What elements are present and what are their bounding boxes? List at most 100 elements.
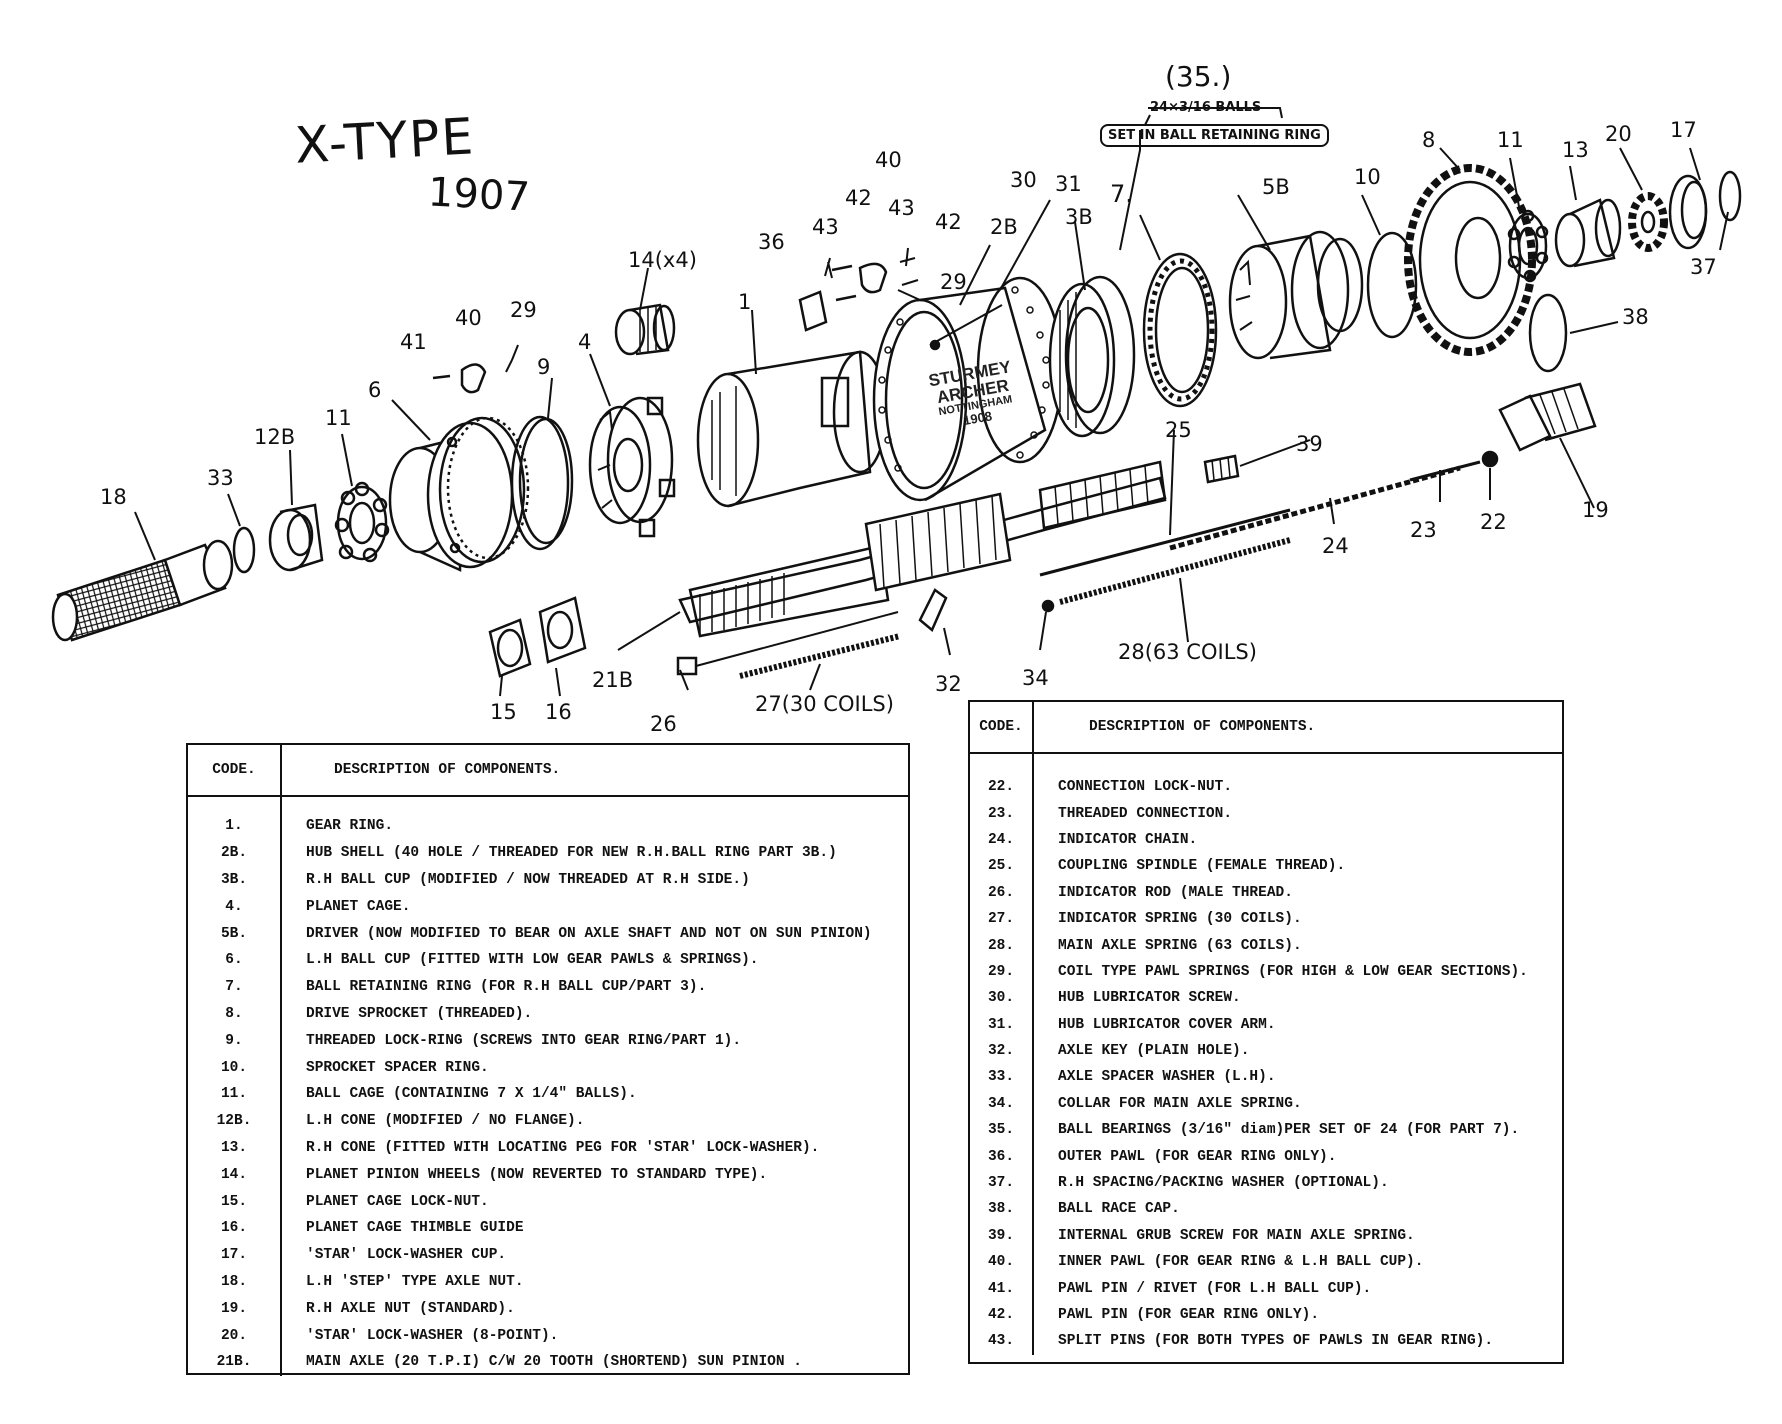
row-description: AXLE KEY (PLAIN HOLE).: [1058, 1043, 1250, 1060]
row-code: 14.: [220, 1166, 248, 1183]
table-row: 5B. DRIVER (NOW MODIFIED TO BEAR ON AXLE …: [188, 920, 908, 947]
table-row: 14.PLANET PINION WHEELS (NOW REVERTED TO…: [188, 1161, 908, 1188]
part-34-collar: [1041, 599, 1055, 613]
table-header: CODE. DESCRIPTION OF COMPONENTS.: [188, 745, 908, 797]
table-row: 37.R.H SPACING/PACKING WASHER (OPTIONAL)…: [970, 1170, 1562, 1196]
row-description: INDICATOR ROD (MALE THREAD.: [1058, 884, 1293, 901]
row-description: HUB SHELL (40 HOLE / THREADED FOR NEW R.…: [306, 845, 837, 862]
callout-9: 9: [537, 355, 551, 379]
table-row: 42.PAWL PIN (FOR GEAR RING ONLY).: [970, 1302, 1562, 1328]
part-3b-rh-ball-cup: [1048, 275, 1136, 438]
row-description: PLANET CAGE THIMBLE GUIDE: [306, 1220, 524, 1237]
row-description: PLANET CAGE.: [306, 898, 411, 915]
part-4-planet-cage: [588, 396, 676, 538]
callout-40-right: 40: [875, 148, 902, 172]
table-row: 32. AXLE KEY (PLAIN HOLE).: [970, 1038, 1562, 1064]
table-row: 20.'STAR' LOCK-WASHER (8-POINT).: [188, 1322, 908, 1349]
table-row: 6.L.H BALL CUP (FITTED WITH LOW GEAR PAW…: [188, 947, 908, 974]
table-row: 27.INDICATOR SPRING (30 COILS).: [970, 906, 1562, 932]
table-row: 17.'STAR' LOCK-WASHER CUP.: [188, 1242, 908, 1269]
row-code: 12B.: [216, 1113, 252, 1130]
part-25-coupling-spindle: [1039, 508, 1291, 577]
part-40-inner-pawl-left: [432, 344, 519, 394]
row-code: 5B.: [220, 925, 248, 942]
table-row: 2B. HUB SHELL (40 HOLE / THREADED FOR NEW…: [188, 840, 908, 867]
row-description: BALL CAGE (CONTAINING 7 X 1/4" BALLS).: [306, 1086, 637, 1103]
callout-35-balls: 24×3/16 BALLS: [1150, 100, 1262, 115]
part-11-ball-cage-left: [334, 481, 390, 563]
part-11-ball-cage-right: [1507, 209, 1549, 283]
row-code: 16.: [220, 1220, 248, 1237]
callout-11-left: 11: [325, 406, 352, 430]
table-row: 31.HUB LUBRICATOR COVER ARM.: [970, 1012, 1562, 1038]
callout-1: 1: [738, 290, 752, 314]
table-row: 29.COIL TYPE PAWL SPRINGS (FOR HIGH & LO…: [970, 959, 1562, 985]
table-row: 25.COUPLING SPINDLE (FEMALE THREAD).: [970, 853, 1562, 879]
row-code: 32.: [987, 1043, 1015, 1060]
row-description: BALL RETAINING RING (FOR R.H BALL CUP/PA…: [306, 979, 707, 996]
part-20-star-lockwasher: [1628, 192, 1668, 252]
row-code: 23.: [987, 805, 1015, 822]
row-code: 3B.: [220, 871, 248, 888]
row-description: OUTER PAWL (FOR GEAR RING ONLY).: [1058, 1148, 1337, 1165]
row-description: R.H CONE (FITTED WITH LOCATING PEG FOR '…: [306, 1139, 820, 1156]
row-code: 28.: [987, 937, 1015, 954]
table-row: 24.INDICATOR CHAIN.: [970, 827, 1562, 853]
table-row: 28.MAIN AXLE SPRING (63 COILS).: [970, 932, 1562, 958]
row-description: AXLE SPACER WASHER (L.H).: [1058, 1069, 1276, 1086]
row-description: DRIVER (NOW MODIFIED TO BEAR ON AXLE SHA…: [306, 925, 872, 942]
row-code: 2B.: [220, 845, 248, 862]
callout-32: 32: [935, 672, 962, 696]
row-code: 18.: [220, 1273, 248, 1290]
callout-18: 18: [100, 485, 127, 509]
part-9-lock-ring: [510, 415, 574, 551]
table-row: 30.HUB LUBRICATOR SCREW.: [970, 985, 1562, 1011]
table-row: 8.DRIVE SPROCKET (THREADED).: [188, 1001, 908, 1028]
callout-30: 30: [1010, 168, 1037, 192]
part-39-grub-screw: [1203, 454, 1240, 484]
row-code: 27.: [987, 911, 1015, 928]
part-12b-cone: [268, 503, 324, 572]
table-row: 26.INDICATOR ROD (MALE THREAD.: [970, 880, 1562, 906]
callout-2b: 2B: [990, 215, 1018, 239]
row-code: 34.: [987, 1095, 1015, 1112]
table-body: 1.GEAR RING.2B.HUB SHELL (40 HOLE / THRE…: [188, 797, 908, 1376]
callout-33: 33: [207, 466, 234, 490]
callout-3b: 3B: [1065, 205, 1093, 229]
callout-11-right: 11: [1497, 128, 1524, 152]
table-row: 39.INTERNAL GRUB SCREW FOR MAIN AXLE SPR…: [970, 1223, 1562, 1249]
header-code: CODE.: [970, 702, 1034, 752]
callout-28: 28(63 COILS): [1118, 640, 1257, 664]
row-description: 'STAR' LOCK-WASHER (8-POINT).: [306, 1327, 559, 1344]
header-description: DESCRIPTION OF COMPONENTS.: [1089, 719, 1316, 735]
row-description: CONNECTION LOCK-NUT.: [1058, 779, 1233, 796]
header-description: DESCRIPTION OF COMPONENTS.: [334, 762, 561, 778]
row-code: 13.: [220, 1139, 248, 1156]
row-code: 42.: [987, 1307, 1015, 1323]
part-26-indicator-rod: [676, 611, 899, 676]
table-row: 15.PLANET CAGE LOCK-NUT.: [188, 1188, 908, 1215]
callout-26: 26: [650, 712, 677, 736]
row-description: L.H CONE (MODIFIED / NO FLANGE).: [306, 1113, 585, 1130]
callout-7: 7.: [1110, 180, 1133, 208]
row-description: HUB LUBRICATOR COVER ARM.: [1058, 1016, 1276, 1033]
part-27-indicator-spring: [739, 633, 901, 679]
row-code: 10.: [220, 1059, 248, 1076]
callout-43-left: 43: [812, 215, 839, 239]
table-row: 9.THREADED LOCK-RING (SCREWS INTO GEAR R…: [188, 1027, 908, 1054]
callout-leader-lines: [134, 107, 1729, 697]
callout-15: 15: [490, 700, 517, 724]
table-row: 33.AXLE SPACER WASHER (L.H).: [970, 1064, 1562, 1090]
callout-19: 19: [1582, 498, 1609, 522]
callout-39: 39: [1296, 432, 1323, 456]
callout-8: 8: [1422, 128, 1436, 152]
table-row: 3B.R.H BALL CUP (MODIFIED / NOW THREADED…: [188, 867, 908, 894]
callout-34: 34: [1022, 666, 1049, 690]
callout-16: 16: [545, 700, 572, 724]
row-description: DRIVE SPROCKET (THREADED).: [306, 1005, 533, 1022]
table-header: CODE. DESCRIPTION OF COMPONENTS.: [970, 702, 1562, 754]
part-32-axle-key: [918, 588, 948, 633]
row-code: 29.: [987, 963, 1015, 980]
row-code: 22.: [987, 779, 1015, 796]
row-description: SPLIT PINS (FOR BOTH TYPES OF PAWLS IN G…: [1058, 1333, 1494, 1350]
